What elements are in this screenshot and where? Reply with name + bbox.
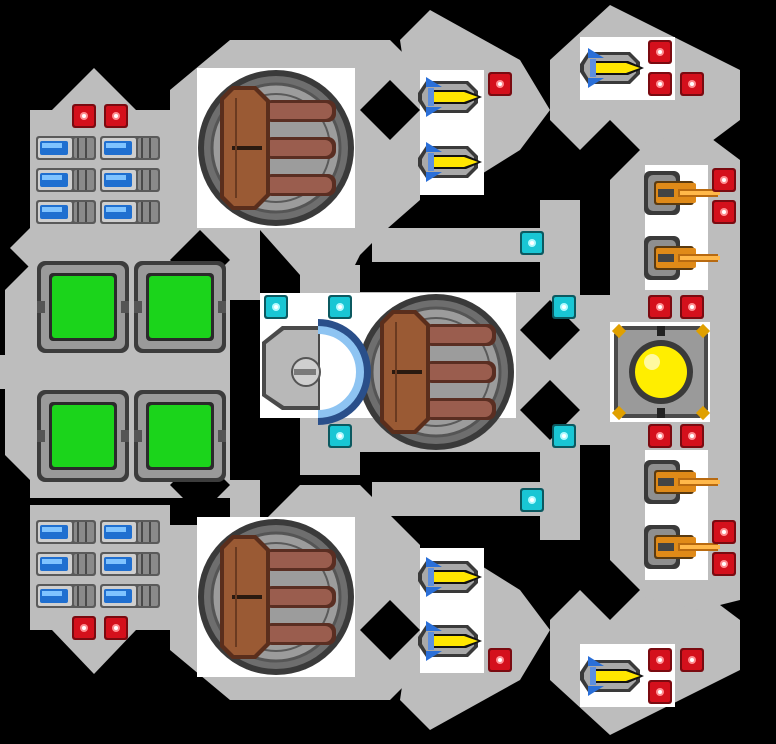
red-node[interactable] — [488, 648, 512, 672]
red-node[interactable] — [648, 680, 672, 704]
red-node[interactable] — [680, 295, 704, 319]
red-node[interactable] — [648, 648, 672, 672]
reactor-bottom-left[interactable] — [37, 390, 129, 482]
red-node[interactable] — [648, 424, 672, 448]
reactor-top-left[interactable] — [37, 261, 129, 353]
reactor-bottom-right[interactable] — [134, 390, 226, 482]
cyan-node[interactable] — [328, 424, 352, 448]
cyan-node[interactable] — [520, 488, 544, 512]
cyan-node[interactable] — [328, 295, 352, 319]
heavy-turret-top[interactable] — [196, 68, 356, 228]
red-node[interactable] — [712, 520, 736, 544]
shield-generator[interactable] — [262, 319, 371, 425]
cyan-node[interactable] — [520, 231, 544, 255]
red-node[interactable] — [680, 72, 704, 96]
red-node[interactable] — [488, 72, 512, 96]
red-node[interactable] — [712, 552, 736, 576]
cyan-node[interactable] — [552, 424, 576, 448]
heavy-turret-bottom[interactable] — [196, 517, 356, 677]
cyan-node[interactable] — [264, 295, 288, 319]
hull-notches — [170, 80, 640, 660]
red-node[interactable] — [72, 104, 96, 128]
red-node[interactable] — [104, 616, 128, 640]
red-node[interactable] — [712, 200, 736, 224]
command-core[interactable] — [611, 323, 711, 421]
red-node[interactable] — [680, 424, 704, 448]
red-node[interactable] — [712, 168, 736, 192]
reactor-top-right[interactable] — [134, 261, 226, 353]
red-node[interactable] — [104, 104, 128, 128]
cyan-node[interactable] — [552, 295, 576, 319]
red-node[interactable] — [72, 616, 96, 640]
red-node[interactable] — [648, 72, 672, 96]
red-node[interactable] — [680, 648, 704, 672]
red-node[interactable] — [648, 40, 672, 64]
heavy-turret-middle[interactable] — [356, 292, 516, 452]
red-node[interactable] — [648, 295, 672, 319]
